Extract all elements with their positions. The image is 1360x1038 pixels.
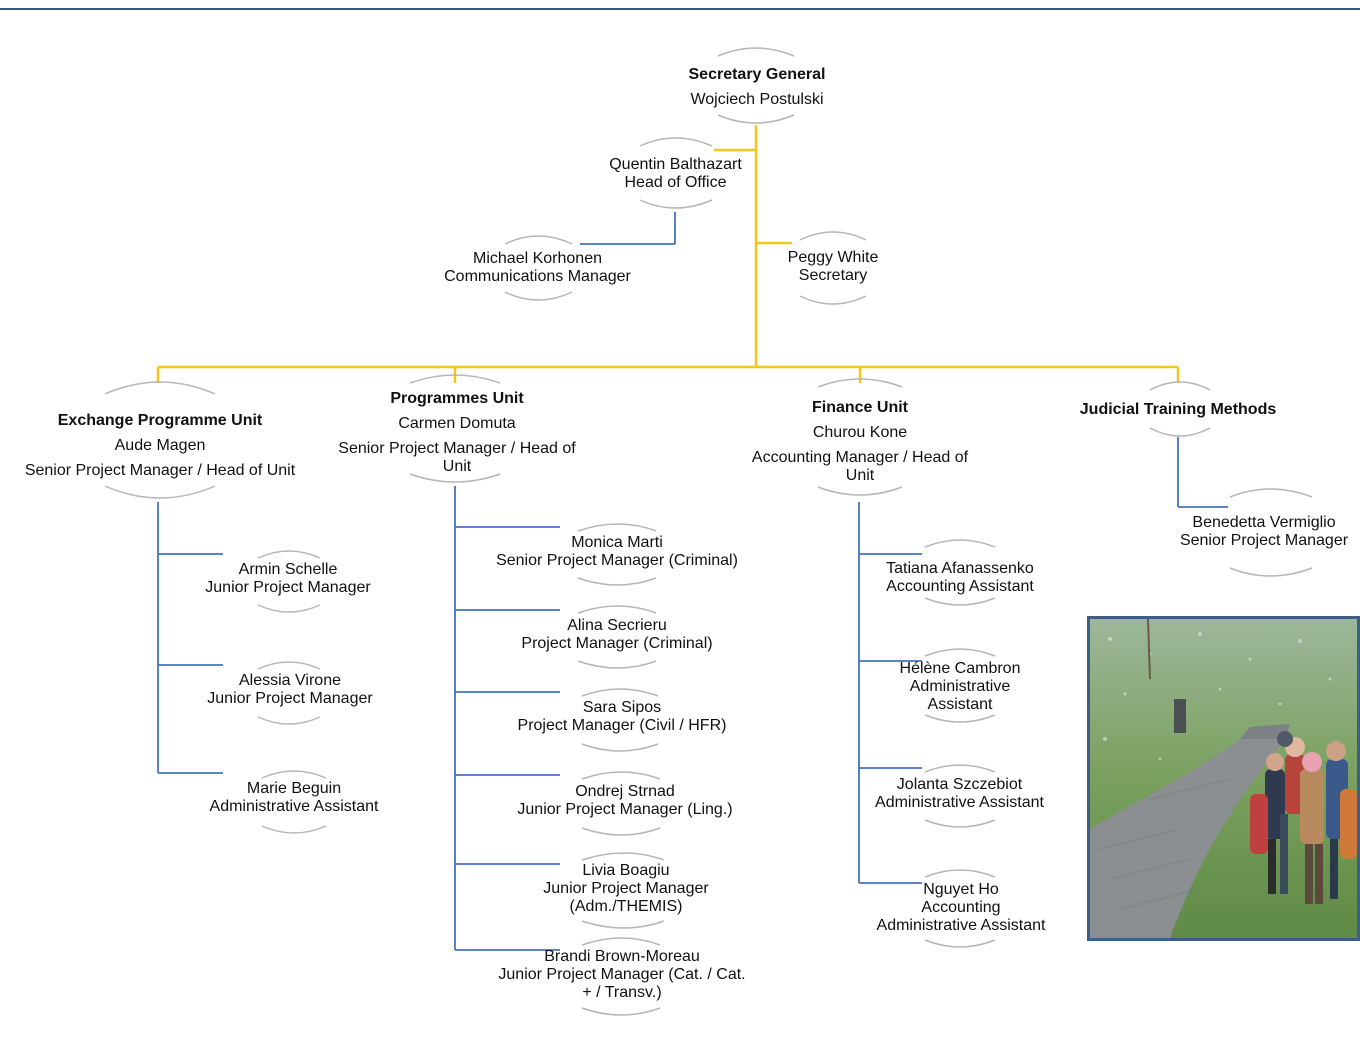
staff-name: Hélène Cambron bbox=[899, 660, 1021, 677]
staff-name: Sara Sipos bbox=[582, 699, 662, 716]
staff-name: Alina Secrieru bbox=[567, 617, 667, 634]
node-benedetta-vermiglio: Benedetta Vermiglio Senior Project Manag… bbox=[1168, 514, 1360, 550]
staff-role: Junior Project Manager (Cat. / Cat. bbox=[498, 966, 746, 983]
staff-role: Junior Project Manager (Ling.) bbox=[517, 801, 733, 818]
team-photo-image bbox=[1090, 619, 1357, 938]
staff-name: Nguyet Ho bbox=[923, 881, 999, 898]
team-photo bbox=[1087, 616, 1360, 941]
node-alina-secrieru: Alina Secrieru Project Manager (Criminal… bbox=[497, 617, 737, 653]
staff-name: Ondrej Strnad bbox=[575, 783, 675, 800]
node-programmes-unit: Programmes Unit Carmen Domuta Senior Pro… bbox=[322, 390, 592, 476]
programmes-unit-role-line1: Senior Project Manager / Head of bbox=[338, 440, 576, 457]
node-exchange-unit: Exchange Programme Unit Aude Magen Senio… bbox=[5, 408, 315, 483]
node-sara-sipos: Sara Sipos Project Manager (Civil / HFR) bbox=[497, 699, 747, 735]
staff-role-line2: Administrative Assistant bbox=[876, 917, 1046, 934]
staff-name: Marie Beguin bbox=[246, 780, 342, 797]
staff-role: Administrative Assistant bbox=[875, 794, 1044, 811]
secretary-general-name: Wojciech Postulski bbox=[690, 91, 824, 108]
node-livia-boagiu: Livia Boagiu Junior Project Manager (Adm… bbox=[516, 862, 736, 916]
top-rule bbox=[0, 8, 1360, 10]
blue-connectors bbox=[157, 212, 1228, 951]
staff-role-line2: + / Transv.) bbox=[582, 984, 662, 1001]
staff-role: Senior Project Manager bbox=[1179, 532, 1349, 549]
finance-unit-role-line2: Unit bbox=[845, 467, 875, 484]
communications-name: Michael Korhonen bbox=[473, 250, 602, 267]
node-ondrej-strnad: Ondrej Strnad Junior Project Manager (Li… bbox=[499, 783, 751, 819]
staff-name: Armin Schelle bbox=[238, 561, 338, 578]
staff-name: Livia Boagiu bbox=[582, 862, 670, 879]
node-monica-marti: Monica Marti Senior Project Manager (Cri… bbox=[477, 534, 757, 570]
staff-role: Junior Project Manager bbox=[207, 690, 373, 707]
people-group bbox=[1250, 731, 1357, 904]
finance-unit-name: Churou Kone bbox=[812, 424, 908, 441]
exchange-unit-title: Exchange Programme Unit bbox=[57, 412, 263, 429]
node-nguyet-ho: Nguyet Ho Accounting Administrative Assi… bbox=[857, 881, 1065, 935]
node-armin-schelle: Armin Schelle Junior Project Manager bbox=[188, 561, 388, 597]
node-head-of-office: Quentin Balthazart Head of Office bbox=[588, 156, 763, 192]
node-communications-manager: Michael Korhonen Communications Manager bbox=[425, 250, 650, 286]
staff-name: Jolanta Szczebiot bbox=[896, 776, 1023, 793]
programmes-unit-role-line2: Unit bbox=[442, 458, 472, 475]
node-arcs bbox=[104, 47, 1313, 1016]
secretary-name: Peggy White bbox=[787, 249, 879, 266]
staff-name: Tatiana Afanassenko bbox=[886, 560, 1034, 577]
node-jolanta-szczebiot: Jolanta Szczebiot Administrative Assista… bbox=[857, 776, 1062, 812]
staff-role-line2: Assistant bbox=[927, 696, 993, 713]
node-helene-cambron: Hélène Cambron Administrative Assistant bbox=[880, 660, 1040, 714]
gold-connectors bbox=[156, 125, 1180, 383]
node-tatiana-afanassenko: Tatiana Afanassenko Accounting Assistant bbox=[865, 560, 1055, 596]
staff-role: Junior Project Manager bbox=[543, 880, 709, 897]
staff-role: Administrative bbox=[909, 678, 1011, 695]
staff-role: Junior Project Manager bbox=[205, 579, 371, 596]
programmes-unit-title: Programmes Unit bbox=[390, 390, 524, 407]
staff-role: Accounting bbox=[921, 899, 1001, 916]
node-alessia-virone: Alessia Virone Junior Project Manager bbox=[190, 672, 390, 708]
secretary-general-title: Secretary General bbox=[688, 66, 826, 83]
node-secretary-general: Secretary General Wojciech Postulski bbox=[657, 66, 857, 109]
judicial-title: Judicial Training Methods bbox=[1079, 401, 1277, 418]
node-judicial-training-methods: Judicial Training Methods bbox=[1058, 401, 1298, 419]
node-finance-unit: Finance Unit Churou Kone Accounting Mana… bbox=[730, 399, 990, 485]
staff-role: Accounting Assistant bbox=[886, 578, 1034, 595]
staff-role: Project Manager (Criminal) bbox=[521, 635, 713, 652]
staff-name: Alessia Virone bbox=[239, 672, 341, 689]
programmes-unit-name: Carmen Domuta bbox=[398, 415, 516, 432]
staff-name: Benedetta Vermiglio bbox=[1192, 514, 1336, 531]
staff-role: Senior Project Manager (Criminal) bbox=[496, 552, 738, 569]
staff-role: Project Manager (Civil / HFR) bbox=[517, 717, 727, 734]
staff-role: Administrative Assistant bbox=[209, 798, 379, 815]
head-of-office-name: Quentin Balthazart bbox=[609, 156, 742, 173]
exchange-unit-name: Aude Magen bbox=[114, 437, 206, 454]
staff-name: Brandi Brown-Moreau bbox=[544, 948, 700, 965]
node-secretary: Peggy White Secretary bbox=[773, 249, 893, 285]
communications-role: Communications Manager bbox=[444, 268, 631, 285]
finance-unit-title: Finance Unit bbox=[811, 399, 908, 416]
finance-unit-role-line1: Accounting Manager / Head of bbox=[751, 449, 969, 466]
node-marie-beguin: Marie Beguin Administrative Assistant bbox=[189, 780, 399, 816]
staff-role-line2: (Adm./THEMIS) bbox=[569, 898, 683, 915]
head-of-office-role: Head of Office bbox=[624, 174, 727, 191]
secretary-role: Secretary bbox=[798, 267, 868, 284]
staff-name: Monica Marti bbox=[571, 534, 663, 551]
node-brandi-brown-moreau: Brandi Brown-Moreau Junior Project Manag… bbox=[477, 948, 767, 1002]
exchange-unit-role: Senior Project Manager / Head of Unit bbox=[24, 462, 296, 479]
